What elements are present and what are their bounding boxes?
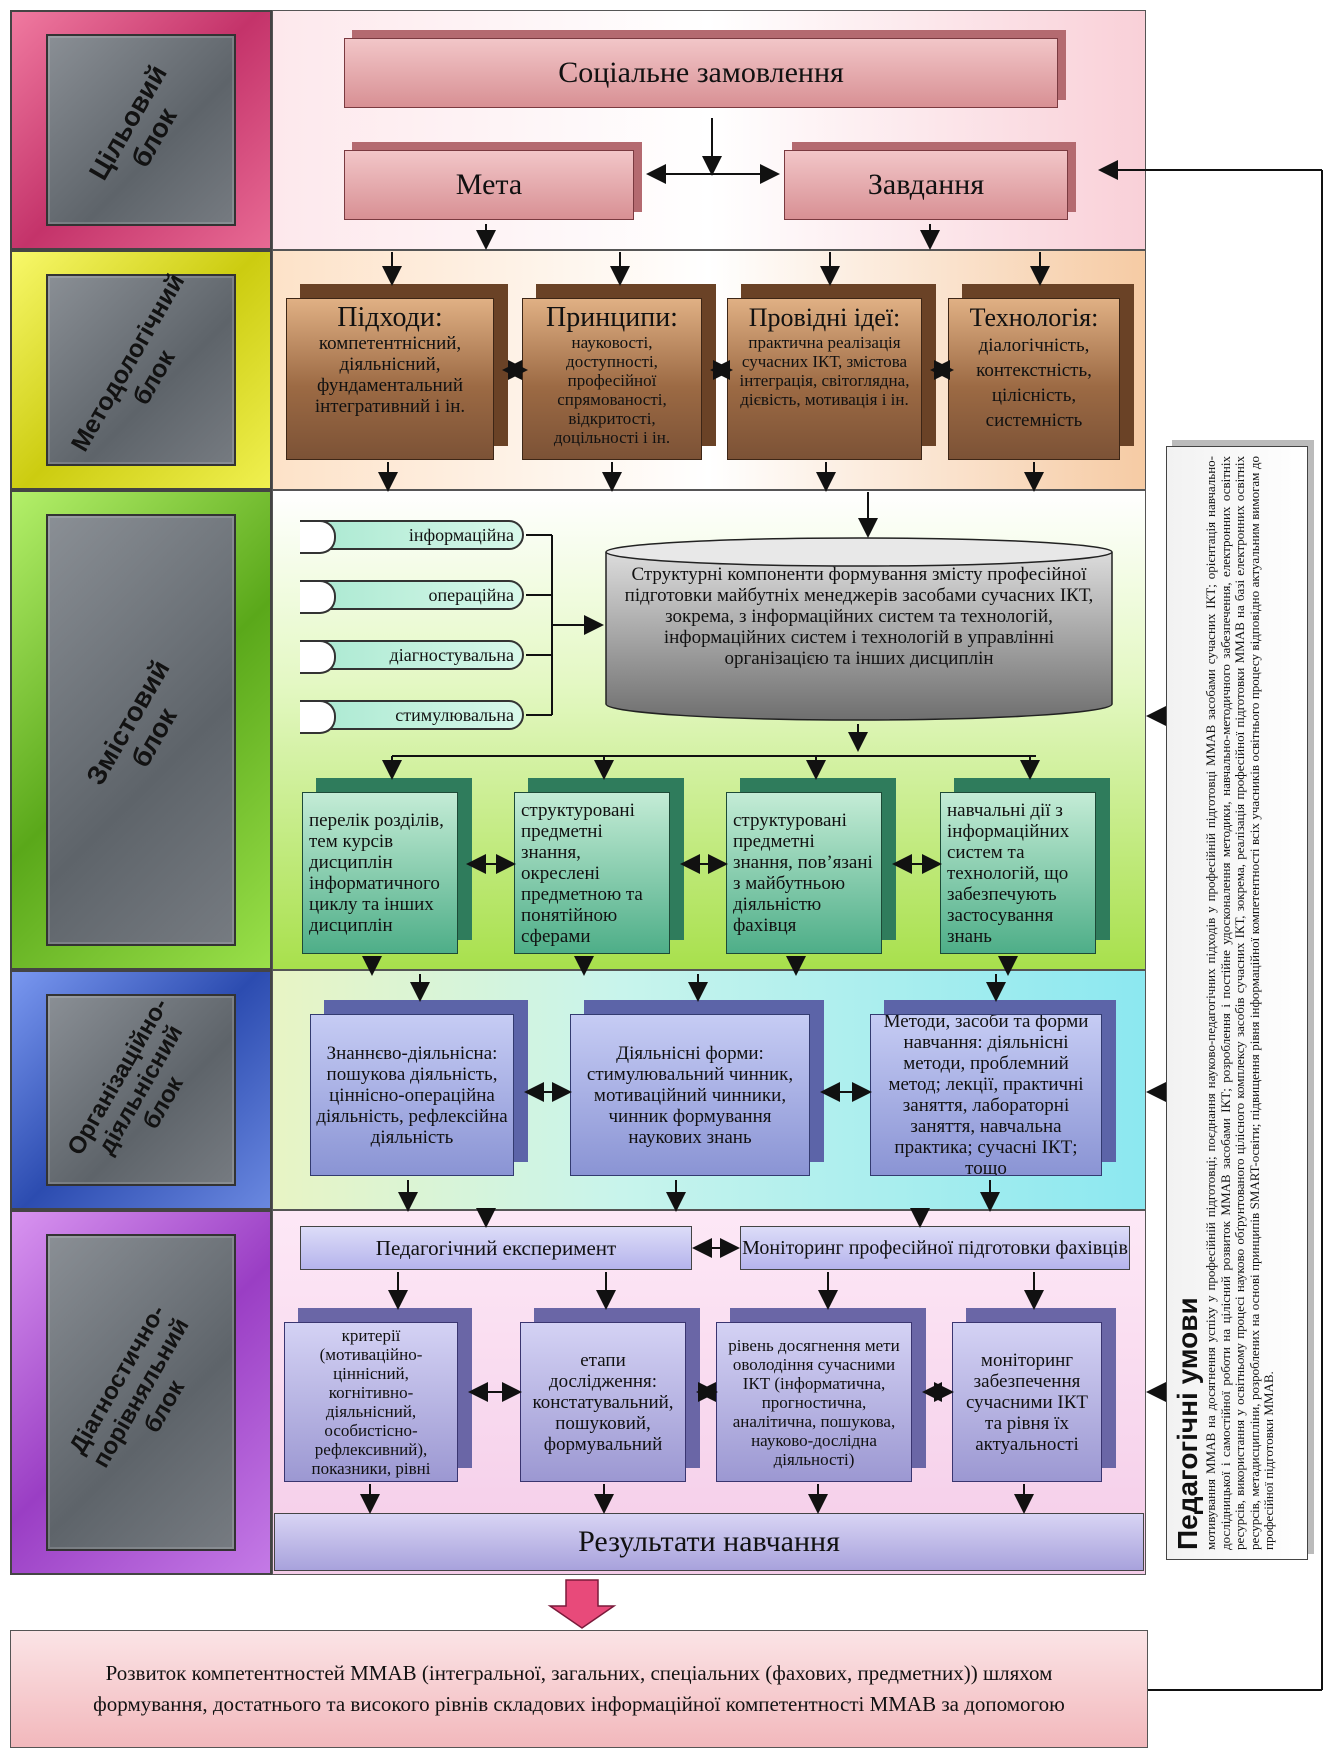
approaches-text: компетентнісний, діяльнісний, фундамента… [314,333,466,417]
target-block-panel: Цільовий блок [10,10,272,250]
tasks-box: Завдання [784,150,1068,220]
tab-operational: операційна [300,580,524,614]
diag-box-1: критерії (мотиваційно-ціннісний, когніти… [284,1322,458,1482]
ideas-title: Провідні ідеї: [748,303,901,332]
tasks-text: Завдання [867,168,985,201]
ideas-text: практична реалізація сучасних ІКТ, зміст… [739,333,910,409]
conditions-panel [1166,446,1308,1560]
tab-informational: інформаційна [300,520,524,554]
outcome-box: Розвиток компетентностей ММАВ (інтеграль… [10,1630,1148,1748]
experiment-box: Педагогічний експеримент [300,1226,692,1270]
content-box-4: навчальні дії з інформаційних систем та … [940,792,1096,954]
approaches-title: Підходи: [337,302,443,333]
principles-text: науковості, доступності, професійної спр… [553,333,671,447]
results-box: Результати навчання [274,1513,1144,1571]
content-box-1: перелік розділів, тем курсів дисциплін і… [302,792,458,954]
org-box-3: Методи, засоби та форми навчання: діяльн… [870,1014,1102,1176]
principles-box: Принципи: науковості, доступності, профе… [522,298,702,460]
org-box-1: Знаннєво-діяльнісна: пошукова діяльність… [310,1014,514,1176]
org-box-2: Діяльнісні форми: стимулювальний чинник,… [570,1014,810,1176]
principles-title: Принципи: [546,302,678,333]
content-box-2: структуровані предметні знання, окреслен… [514,792,670,954]
big-down-arrow [547,1579,617,1629]
social-order-box: Соціальне замовлення [344,38,1058,108]
monitoring-box: Моніторинг професійної підготовки фахівц… [740,1226,1130,1270]
approaches-box: Підходи: компетентнісний, діяльнісний, ф… [286,298,494,460]
tab-stimulating: стимулювальна [300,700,524,734]
cylinder-text: Структурні компоненти формування змісту … [624,564,1094,669]
organization-block-panel: Організаційно- діяльнісний блок [10,970,272,1210]
content-block-panel: Змістовий блок [10,490,272,970]
technology-box: Технологія: діалогічність, контекстність… [948,298,1120,460]
technology-text: діалогічність, контекстність, цілісність… [976,335,1092,431]
goal-text: Мета [455,168,523,201]
content-cylinder [605,537,1113,721]
methodology-block-panel: Методологічний блок [10,250,272,490]
diagnostics-block-panel: Діагностично- порівняльний блок [10,1210,272,1575]
diag-box-3: рівень досягнення мети оволодіння сучасн… [716,1322,912,1482]
ideas-box: Провідні ідеї: практична реалізація суча… [727,298,922,460]
social-order-text: Соціальне замовлення [558,56,844,89]
goal-box: Мета [344,150,634,220]
technology-title: Технологія: [969,303,1099,332]
diag-box-2: етапи дослідження: констатувальний, пошу… [520,1322,686,1482]
diag-box-4: моніторинг забезпечення сучасними ІКТ та… [952,1322,1102,1482]
content-box-3: структуровані предметні знання, пов’язан… [726,792,882,954]
tab-diagnostic: діагностувальна [300,640,524,674]
